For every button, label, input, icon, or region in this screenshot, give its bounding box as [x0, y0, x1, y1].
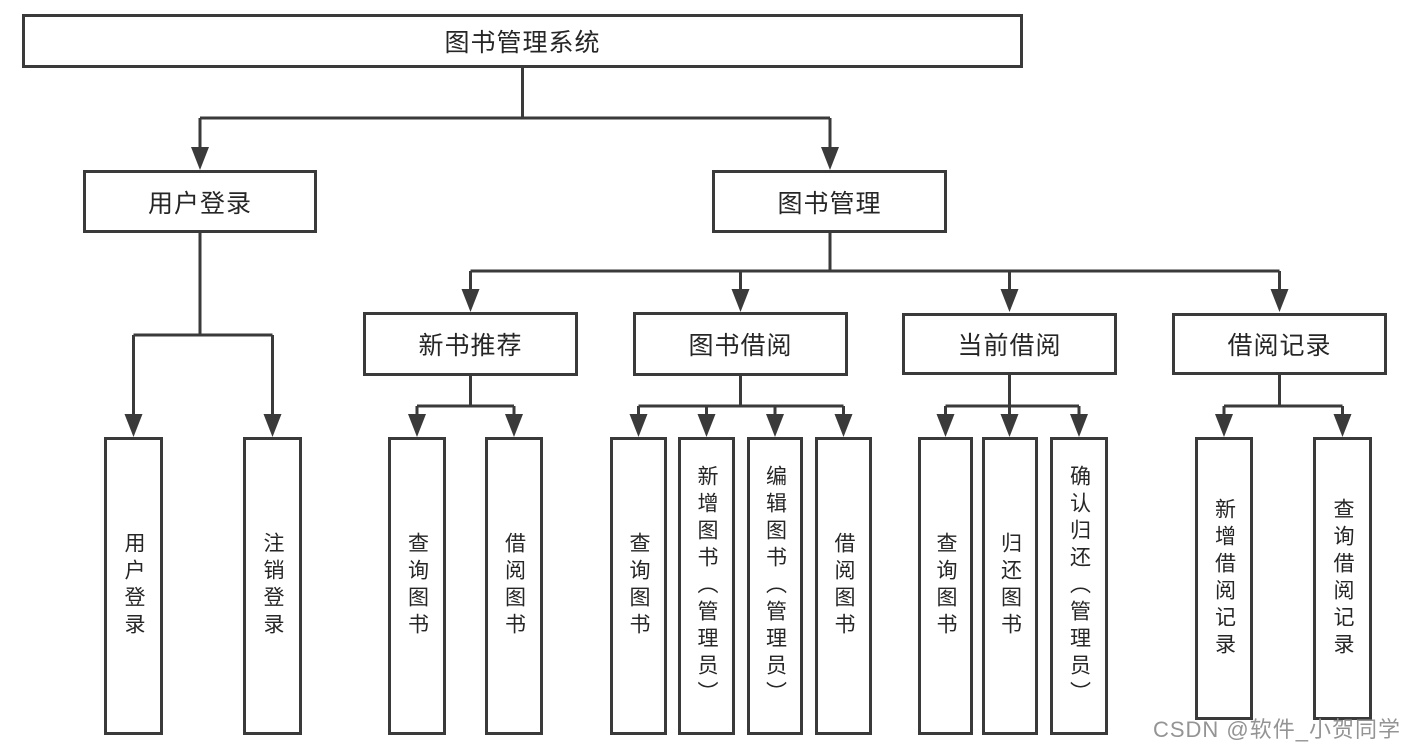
arrowhead-icon	[766, 414, 784, 437]
connector-borrow-rec-to-leaves	[1222, 375, 1344, 417]
arrowhead-icon	[1270, 289, 1289, 312]
leaf-add-borrowing-record: 新增借阅记录	[1195, 437, 1253, 720]
node-label: 当前借阅	[957, 332, 1062, 360]
node-label: 查询图书	[405, 532, 429, 640]
node-label: 新书推荐	[418, 332, 523, 360]
connector-book-borrow-to-leaves	[637, 376, 845, 417]
leaf-query-books-under-current: 查询图书	[918, 437, 973, 735]
node-label: 确认归还（管理员）	[1067, 464, 1091, 708]
node-label: 用户登录	[122, 532, 145, 640]
node-label: 编辑图书（管理员）	[763, 464, 787, 708]
leaf-edit-book-admin: 编辑图书（管理员）	[747, 437, 803, 735]
node-label: 新增图书（管理员）	[695, 464, 718, 708]
node-borrowing-records: 借阅记录	[1172, 313, 1387, 375]
arrowhead-icon	[191, 147, 209, 170]
node-label: 归还图书	[998, 532, 1022, 640]
leaf-borrow-books-under-borrowing: 借阅图书	[815, 437, 872, 735]
arrowhead-icon	[936, 414, 955, 437]
arrowheads	[124, 147, 1352, 437]
node-label: 借阅记录	[1227, 332, 1332, 360]
node-label: 图书管理系统	[444, 29, 601, 57]
node-library-management-system: 图书管理系统	[22, 14, 1023, 68]
arrowhead-icon	[505, 414, 523, 437]
arrowhead-icon	[461, 289, 480, 312]
arrowhead-icon	[834, 414, 853, 437]
node-label: 图书借阅	[688, 332, 793, 360]
node-label: 查询图书	[627, 532, 650, 640]
leaf-query-books-under-borrowing: 查询图书	[610, 437, 667, 735]
arrowhead-icon	[1000, 289, 1019, 312]
leaf-query-books-under-recommendation: 查询图书	[388, 437, 446, 735]
leaf-query-borrowing-record: 查询借阅记录	[1313, 437, 1372, 720]
node-book-borrowing: 图书借阅	[633, 312, 848, 376]
connector-book-mgmt-to-level2	[469, 233, 1281, 292]
node-label: 新增借阅记录	[1212, 497, 1236, 660]
leaf-return-books: 归还图书	[982, 437, 1038, 735]
arrowhead-icon	[629, 414, 648, 437]
node-label: 查询图书	[934, 532, 957, 640]
leaf-user-login: 用户登录	[104, 437, 163, 735]
node-label: 借阅图书	[832, 532, 855, 640]
connector-new-rec-to-leaves	[415, 376, 516, 417]
node-book-management: 图书管理	[712, 170, 947, 233]
arrowhead-icon	[1215, 414, 1233, 437]
arrowhead-icon	[1070, 414, 1088, 437]
csdn-watermark: CSDN @软件_小贺同学	[1152, 717, 1401, 742]
leaf-borrow-books-under-recommendation: 借阅图书	[485, 437, 543, 735]
arrowhead-icon	[731, 289, 750, 312]
node-current-borrowing: 当前借阅	[902, 313, 1117, 375]
node-label: 借阅图书	[502, 532, 526, 640]
connector-root-to-level1	[198, 68, 832, 150]
arrowhead-icon	[124, 414, 143, 437]
arrowhead-icon	[697, 414, 716, 437]
node-label: 注销登录	[261, 532, 284, 640]
node-label: 用户登录	[147, 189, 252, 218]
connector-user-login-to-leaves	[132, 233, 274, 417]
node-user-login: 用户登录	[83, 170, 317, 233]
node-new-book-recommendation: 新书推荐	[363, 312, 578, 376]
connector-cur-borrow-to-leaves	[944, 375, 1081, 417]
arrowhead-icon	[1000, 414, 1019, 437]
node-label: 查询借阅记录	[1331, 497, 1354, 660]
leaf-logout-login: 注销登录	[243, 437, 302, 735]
leaf-confirm-return-admin: 确认归还（管理员）	[1050, 437, 1108, 735]
arrowhead-icon	[263, 414, 282, 437]
leaf-add-book-admin: 新增图书（管理员）	[678, 437, 735, 735]
arrowhead-icon	[1333, 414, 1352, 437]
node-label: 图书管理	[777, 189, 882, 218]
arrowhead-icon	[821, 147, 839, 170]
arrowhead-icon	[408, 414, 426, 437]
